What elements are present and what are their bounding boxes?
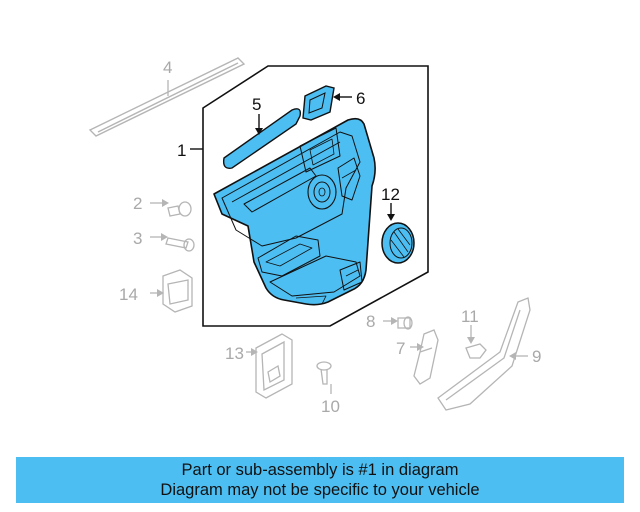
callout-11[interactable]: 11	[461, 307, 479, 326]
callout-13[interactable]: 13	[225, 344, 244, 363]
part-12-speaker-grille[interactable]	[381, 222, 415, 264]
part-14-switch[interactable]	[150, 269, 193, 313]
callout-8[interactable]: 8	[366, 312, 375, 331]
leader-9-arrow	[509, 352, 516, 360]
callout-1[interactable]: 1	[177, 141, 186, 160]
info-banner: Part or sub-assembly is #1 in diagram Di…	[16, 457, 624, 503]
part-1-door-trim-panel[interactable]	[213, 117, 376, 306]
leader-5-arrow	[255, 128, 263, 135]
part-11-clip[interactable]	[465, 325, 487, 359]
leader-3-arrow	[161, 233, 168, 241]
part-2-screw[interactable]	[150, 201, 192, 217]
leader-8-arrow	[391, 317, 398, 325]
banner-line-1: Part or sub-assembly is #1 in diagram	[181, 461, 459, 479]
leader-6-arrow	[333, 93, 340, 101]
callout-2[interactable]: 2	[133, 194, 142, 213]
callout-14[interactable]: 14	[119, 285, 138, 304]
callout-7[interactable]: 7	[396, 339, 405, 358]
part-4-weatherstrip[interactable]	[88, 57, 246, 137]
part-9-pillar-trim[interactable]	[437, 297, 531, 411]
part-5-trim-strip[interactable]	[222, 108, 302, 169]
part-13-handle-bezel[interactable]	[246, 333, 293, 399]
callout-9[interactable]: 9	[532, 347, 541, 366]
leader-14-arrow	[157, 289, 164, 297]
part-7-bracket[interactable]	[410, 329, 439, 385]
callout-12[interactable]: 12	[381, 185, 400, 204]
leader-12-arrow	[387, 214, 395, 221]
callout-3[interactable]: 3	[133, 229, 142, 248]
part-8-clip[interactable]	[383, 316, 413, 330]
leader-13-arrow	[251, 348, 258, 356]
parts-diagram: 4 5 6 1 12	[88, 57, 541, 416]
callout-6[interactable]: 6	[356, 89, 365, 108]
leader-11-arrow	[467, 337, 475, 344]
banner-line-2: Diagram may not be specific to your vehi…	[160, 481, 480, 499]
leader-7-arrow	[417, 343, 424, 351]
part-6-switch-bezel[interactable]	[302, 85, 335, 121]
part-10-push-pin[interactable]	[316, 361, 332, 394]
callout-5[interactable]: 5	[252, 95, 261, 114]
callout-4[interactable]: 4	[163, 58, 172, 77]
callout-10[interactable]: 10	[321, 397, 340, 416]
part-3-bolt[interactable]	[150, 236, 195, 252]
leader-2-arrow	[162, 199, 169, 207]
assembly-frame	[202, 65, 429, 327]
